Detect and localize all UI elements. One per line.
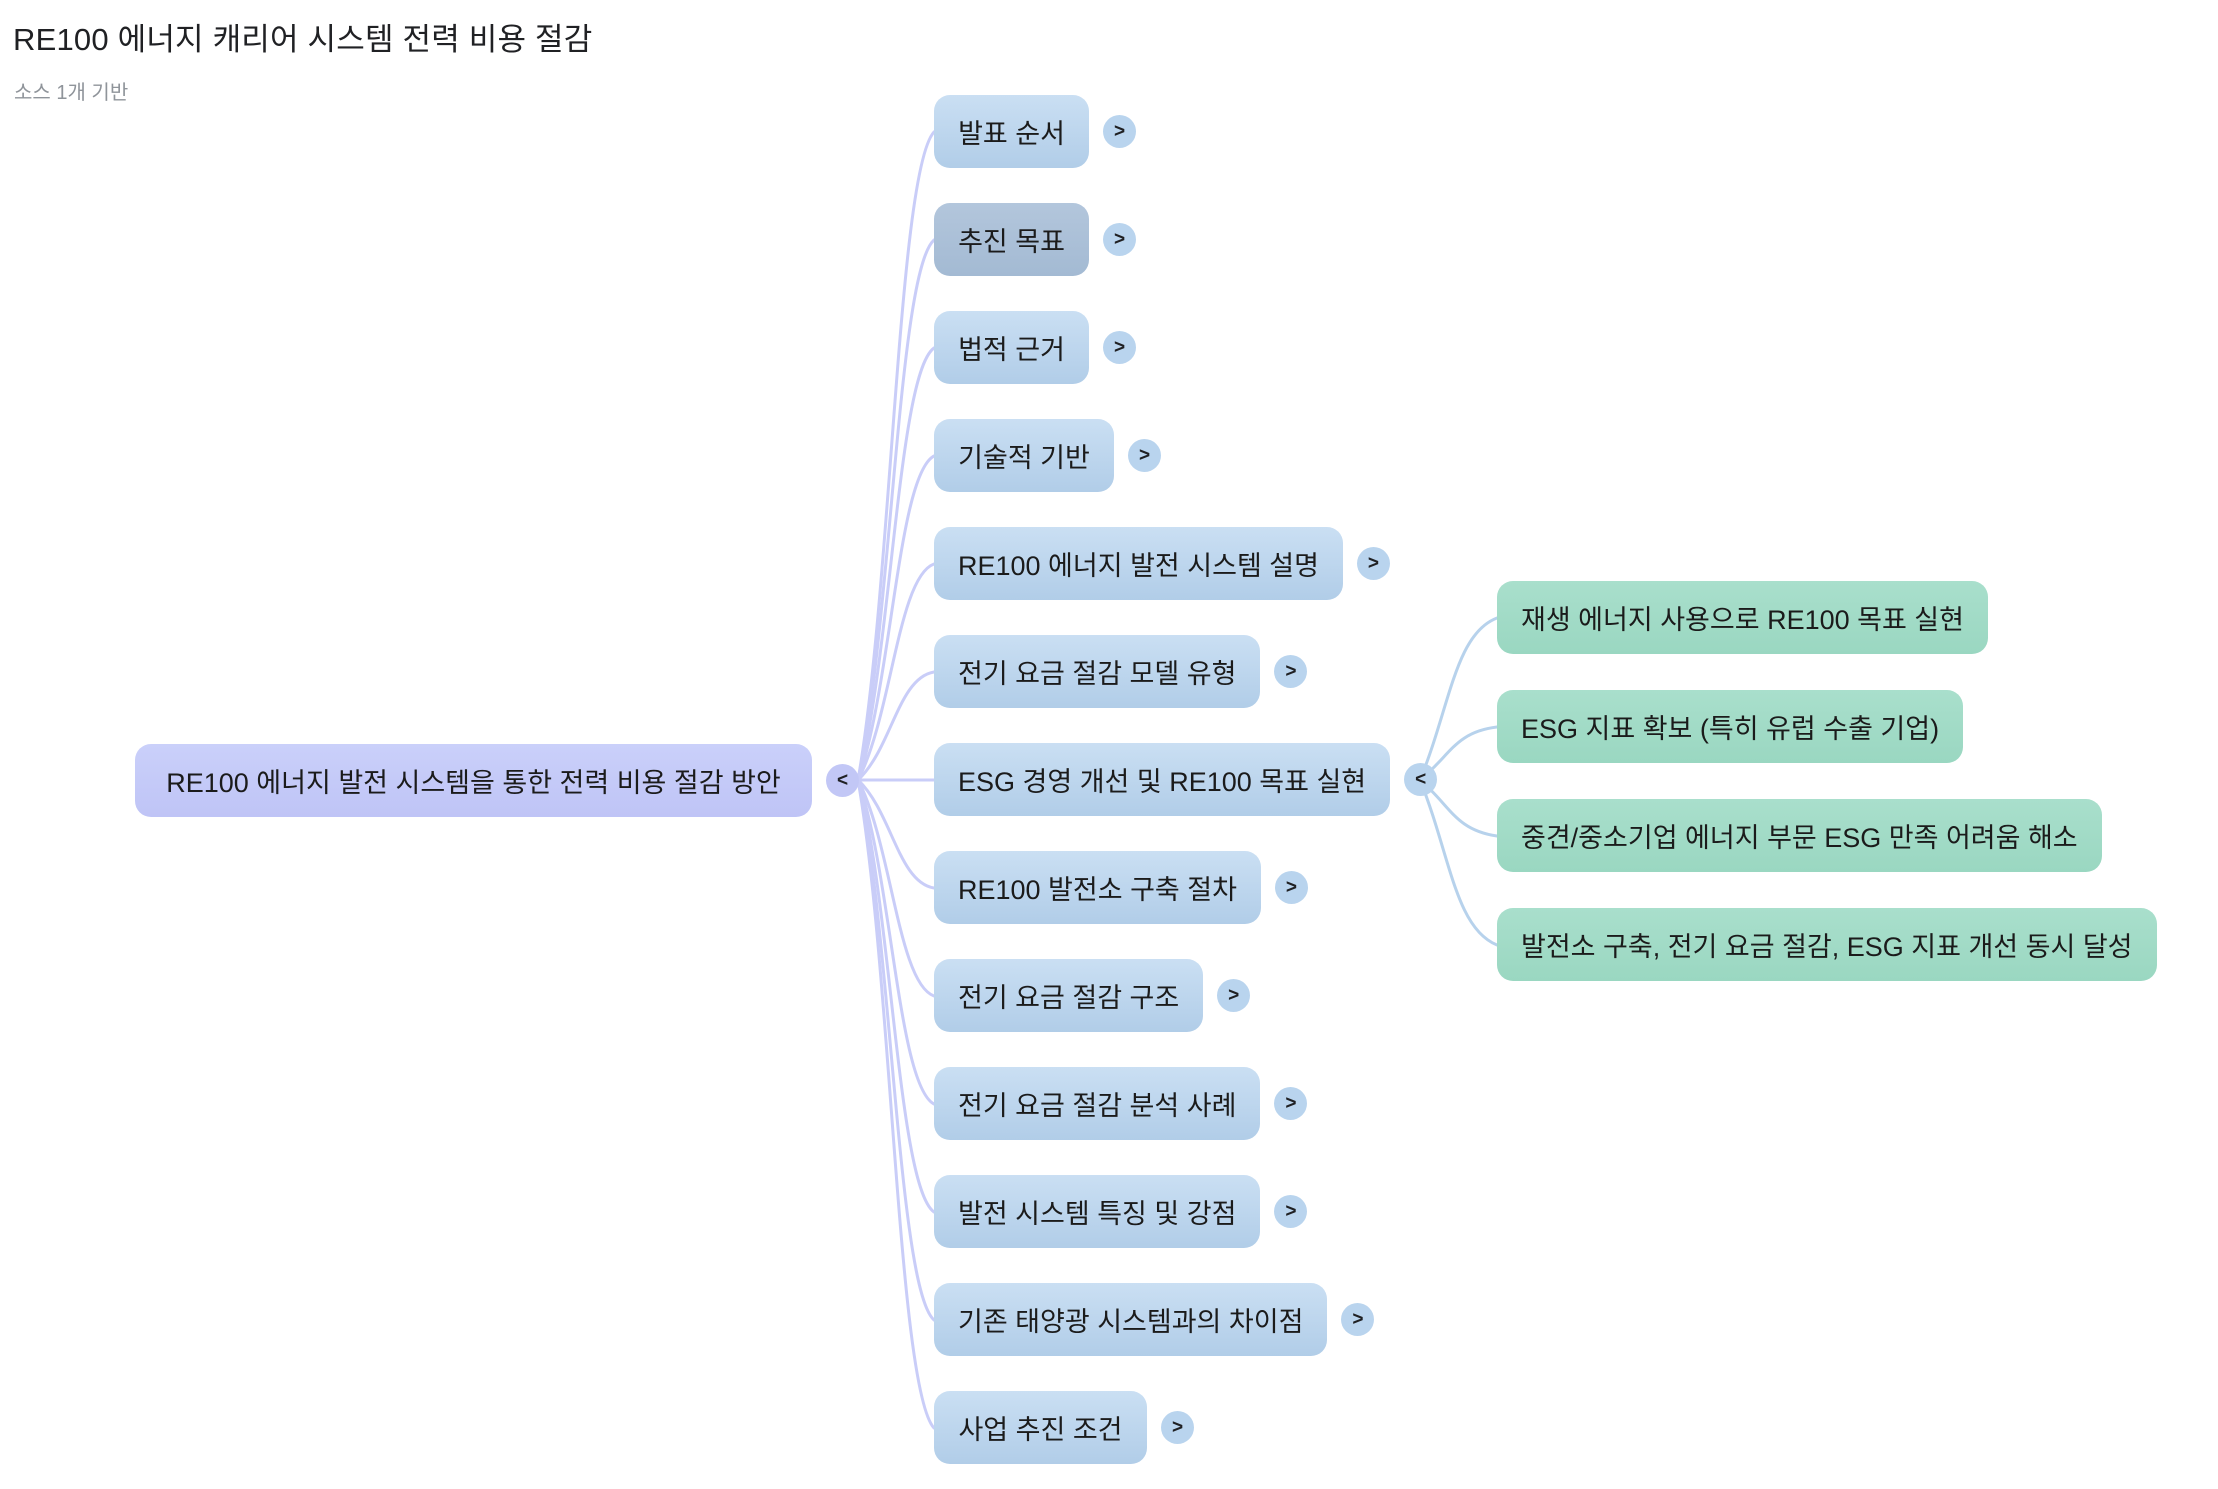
- branch-row: 사업 추진 조건 >: [934, 1391, 1194, 1464]
- branch-row: RE100 발전소 구축 절차 >: [934, 851, 1308, 924]
- branch-row: 법적 근거 >: [934, 311, 1136, 384]
- expand-button[interactable]: >: [1274, 1087, 1308, 1120]
- expand-button[interactable]: >: [1274, 871, 1308, 904]
- mindmap-leaf-node[interactable]: 재생 에너지 사용으로 RE100 목표 실현: [1497, 581, 1988, 654]
- mindmap-node-selected[interactable]: 추진 목표: [934, 203, 1089, 276]
- branch-row: 발표 순서 >: [934, 95, 1136, 168]
- mindmap-node[interactable]: 법적 근거: [934, 311, 1089, 384]
- root-row: RE100 에너지 발전 시스템을 통한 전력 비용 절감 방안 <: [135, 744, 859, 817]
- branch-row: RE100 에너지 발전 시스템 설명 >: [934, 527, 1390, 600]
- leaf-row: 중견/중소기업 에너지 부문 ESG 만족 어려움 해소: [1497, 799, 2102, 872]
- branch-row-expanded: ESG 경영 개선 및 RE100 목표 실현 <: [934, 743, 1438, 816]
- mindmap-node[interactable]: 기존 태양광 시스템과의 차이점: [934, 1283, 1328, 1356]
- collapse-button[interactable]: <: [826, 764, 859, 797]
- branch-row: 기술적 기반 >: [934, 419, 1161, 492]
- leaf-row: 재생 에너지 사용으로 RE100 목표 실현: [1497, 581, 1988, 654]
- expand-button[interactable]: >: [1356, 547, 1390, 580]
- expand-button[interactable]: >: [1217, 979, 1251, 1012]
- expand-button[interactable]: >: [1103, 331, 1136, 364]
- source-count-label: 소스 1개 기반: [14, 82, 129, 104]
- mindmap-node[interactable]: RE100 에너지 발전 시스템 설명: [934, 527, 1343, 600]
- expand-button[interactable]: >: [1103, 115, 1136, 148]
- mindmap-node[interactable]: 발전 시스템 특징 및 강점: [934, 1175, 1261, 1248]
- mindmap-node[interactable]: 전기 요금 절감 모델 유형: [934, 635, 1261, 708]
- leaf-row: ESG 지표 확보 (특히 유럽 수출 기업): [1497, 690, 1964, 763]
- mindmap-leaf-node[interactable]: ESG 지표 확보 (특히 유럽 수출 기업): [1497, 690, 1964, 763]
- mindmap-node[interactable]: RE100 발전소 구축 절차: [934, 851, 1261, 924]
- mindmap-node[interactable]: 전기 요금 절감 분석 사례: [934, 1067, 1261, 1140]
- expand-button[interactable]: >: [1128, 439, 1161, 472]
- branch-row: 전기 요금 절감 분석 사례 >: [934, 1067, 1308, 1140]
- mindmap-node[interactable]: 전기 요금 절감 구조: [934, 959, 1204, 1032]
- branch-row: 발전 시스템 특징 및 강점 >: [934, 1175, 1308, 1248]
- mindmap-leaf-node[interactable]: 중견/중소기업 에너지 부문 ESG 만족 어려움 해소: [1497, 799, 2102, 872]
- expand-button[interactable]: >: [1341, 1303, 1375, 1336]
- expand-button[interactable]: >: [1274, 655, 1308, 688]
- mindmap-root-node[interactable]: RE100 에너지 발전 시스템을 통한 전력 비용 절감 방안: [135, 744, 812, 817]
- expand-button[interactable]: >: [1161, 1411, 1194, 1444]
- mindmap-leaf-node[interactable]: 발전소 구축, 전기 요금 절감, ESG 지표 개선 동시 달성: [1497, 908, 2157, 981]
- page-title: RE100 에너지 캐리어 시스템 전력 비용 절감: [13, 22, 593, 57]
- collapse-button[interactable]: <: [1404, 763, 1438, 796]
- expand-button[interactable]: >: [1103, 223, 1136, 256]
- mindmap-node[interactable]: 기술적 기반: [934, 419, 1114, 492]
- branch-row: 전기 요금 절감 구조 >: [934, 959, 1251, 1032]
- branch-row: 추진 목표 >: [934, 203, 1136, 276]
- mindmap-node[interactable]: 발표 순서: [934, 95, 1089, 168]
- mindmap-node[interactable]: ESG 경영 개선 및 RE100 목표 실현: [934, 743, 1391, 816]
- mindmap-node[interactable]: 사업 추진 조건: [934, 1391, 1147, 1464]
- branch-row: 기존 태양광 시스템과의 차이점 >: [934, 1283, 1375, 1356]
- expand-button[interactable]: >: [1274, 1195, 1308, 1228]
- leaf-row: 발전소 구축, 전기 요금 절감, ESG 지표 개선 동시 달성: [1497, 908, 2157, 981]
- branch-row: 전기 요금 절감 모델 유형 >: [934, 635, 1308, 708]
